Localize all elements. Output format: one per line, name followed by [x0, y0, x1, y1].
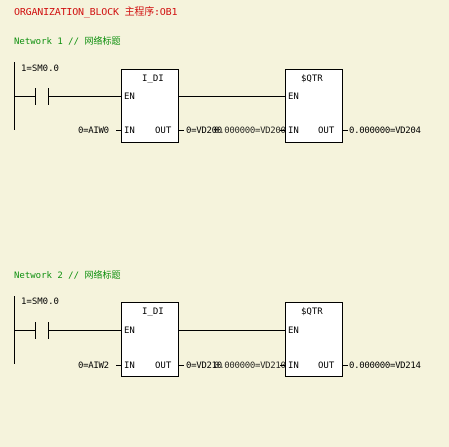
- network-2-box1-out: OUT: [155, 361, 172, 371]
- network-1-title[interactable]: Network 1 // 网络标题: [14, 37, 121, 47]
- network-1-contact-label: 1=SM0.0: [21, 64, 59, 74]
- network-2-box1-in: IN: [124, 361, 135, 371]
- network-2-box2-out-value[interactable]: 0.000000=VD214: [349, 361, 421, 371]
- network-2-box1-name: I_DI: [142, 307, 164, 317]
- network-1-box1-in: IN: [124, 126, 135, 136]
- network-1-box1-en: EN: [124, 92, 135, 102]
- network-2-box2-name: $QTR: [301, 307, 323, 317]
- network-2-sqtr-box[interactable]: [285, 302, 343, 377]
- network-2-idi-box[interactable]: [121, 302, 179, 377]
- network-1-box2-name: $QTR: [301, 74, 323, 84]
- network-2-contact-label: 1=SM0.0: [21, 297, 59, 307]
- network-1-box2-en: EN: [288, 92, 299, 102]
- network-2-box2-en: EN: [288, 326, 299, 336]
- block-title: ORGANIZATION_BLOCK 主程序:OB1: [14, 7, 178, 18]
- network-1-box1-out: OUT: [155, 126, 172, 136]
- network-1-box1-name: I_DI: [142, 74, 164, 84]
- network-1-box1-out-value[interactable]: 0=VD200: [186, 126, 222, 136]
- network-1-box2-out-value[interactable]: 0.000000=VD204: [349, 126, 421, 136]
- network-1-box2-in-value[interactable]: 0.000000=VD200: [214, 126, 286, 136]
- network-2-box1-out-value[interactable]: 0=VD210: [186, 361, 222, 371]
- network-1-sqtr-box[interactable]: [285, 69, 343, 143]
- network-1-box2-in: IN: [288, 126, 299, 136]
- network-2-box2-in-value[interactable]: 0.000000=VD210: [214, 361, 286, 371]
- network-1-box2-out: OUT: [318, 126, 335, 136]
- network-2-title[interactable]: Network 2 // 网络标题: [14, 271, 121, 281]
- network-2-box1-en: EN: [124, 326, 135, 336]
- network-2-box2-in: IN: [288, 361, 299, 371]
- network-2-box2-out: OUT: [318, 361, 335, 371]
- network-1-box1-in-value[interactable]: 0=AIW0: [78, 126, 109, 136]
- network-1-idi-box[interactable]: [121, 69, 179, 143]
- network-2-box1-in-value[interactable]: 0=AIW2: [78, 361, 109, 371]
